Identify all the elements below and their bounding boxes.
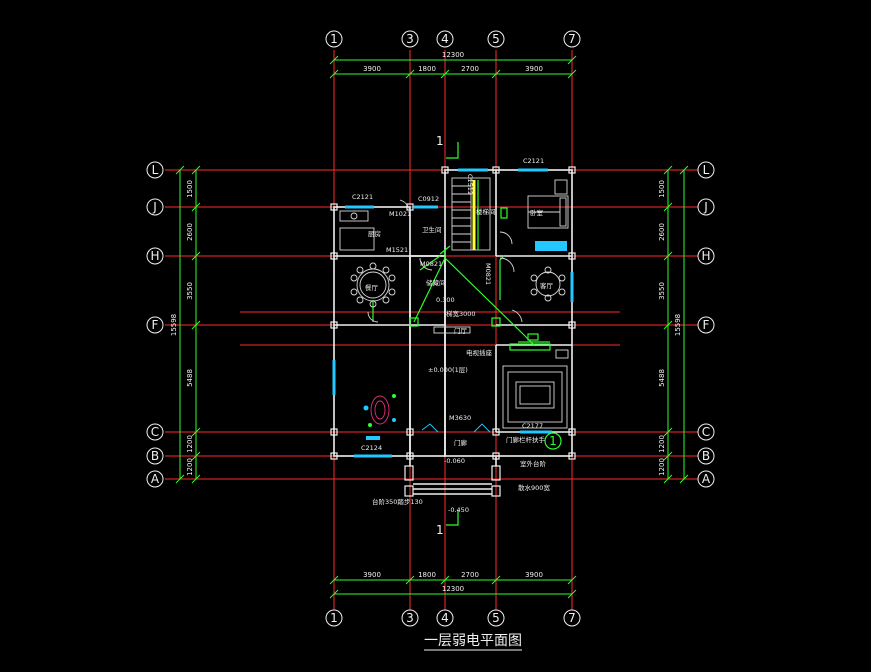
label-bedroom: 卧室	[530, 208, 544, 217]
dim-right-2: 2600	[658, 223, 666, 241]
label-level-low: -0.450	[448, 506, 469, 514]
dim-right-5: 1200	[658, 435, 666, 453]
drawing-title: 一层弱电平面图	[424, 633, 522, 651]
axis-bottom-1: 1	[330, 611, 338, 625]
dim-right-3: 3550	[658, 282, 666, 300]
dimension-bottom: 3900 1800 2700 3900 12300	[329, 571, 577, 599]
axis-left-C: C	[151, 425, 159, 439]
axis-right-B: B	[702, 449, 710, 463]
axis-left-F: F	[152, 318, 159, 332]
dimension-top: 12300 3900 1800 2700 3900	[329, 51, 577, 79]
windows	[332, 168, 574, 458]
dim-right-4: 5488	[658, 369, 666, 387]
axis-bottom-7: 7	[568, 611, 576, 625]
stairs	[451, 177, 491, 251]
label-lobby: 门厅	[454, 326, 468, 335]
axis-bubbles-right: L J H F C B A	[697, 161, 715, 488]
dim-bottom-total: 12300	[442, 585, 464, 593]
label-m1021: M1021	[389, 210, 411, 218]
axis-bubbles-left: L J H F C B A	[146, 161, 164, 488]
dim-top-3: 2700	[461, 65, 479, 73]
axis-left-L: L	[152, 163, 159, 177]
axis-top-5: 5	[492, 32, 500, 46]
dim-top-total: 12300	[442, 51, 464, 59]
axis-bottom-5: 5	[492, 611, 500, 625]
axis-right-J: J	[703, 200, 708, 214]
plan-title: 一层弱电平面图	[424, 633, 522, 649]
axis-bottom-4: 4	[441, 611, 449, 625]
label-step-note: 台阶350踏步130	[372, 497, 423, 506]
axis-left-J: J	[152, 200, 157, 214]
section-mark-top: 1	[436, 134, 444, 148]
label-m3630: M3630	[449, 414, 471, 422]
axis-grid-vertical	[333, 50, 573, 610]
label-stair-width: 梯宽3000	[446, 309, 476, 318]
dim-bottom-3: 2700	[461, 571, 479, 579]
axis-bubbles-bottom: 1 3 4 5 7	[325, 609, 581, 627]
label-level-step: -0.060	[444, 457, 465, 465]
dim-right-1: 1500	[658, 180, 666, 198]
axis-top-4: 4	[441, 32, 449, 46]
label-living: 客厅	[540, 281, 554, 290]
label-level-stair: 0.300	[436, 296, 455, 304]
dim-left-3: 3550	[186, 282, 194, 300]
label-c2124: C2124	[361, 444, 382, 452]
furniture	[339, 179, 569, 433]
section-marks: 1 1 1	[436, 134, 562, 537]
dim-left-total: 15598	[170, 314, 178, 336]
axis-right-C: C	[702, 425, 710, 439]
wiring	[372, 142, 551, 526]
label-m0821-right: M0821	[484, 263, 492, 285]
dimension-left: 15598 1500 2600 3550 5488 1200 1200	[170, 165, 201, 484]
dim-top-1: 3900	[363, 65, 381, 73]
label-c2121-right: C2121	[523, 157, 544, 165]
axis-right-L: L	[703, 163, 710, 177]
label-c2121-left: C2121	[352, 193, 373, 201]
axis-bubbles-top: 1 3 4 5 7	[325, 30, 581, 48]
room-labels: C2121 C2121 C0912 C1512 M1021 M1521 M082…	[352, 157, 554, 514]
label-stair-note: 楼梯间	[476, 207, 496, 216]
dim-bottom-2: 1800	[418, 571, 436, 579]
label-toilet: 卫生间	[422, 225, 442, 234]
dim-right-6: 1200	[658, 458, 666, 476]
dim-right-total: 15598	[674, 314, 682, 336]
dim-left-4: 5488	[186, 369, 194, 387]
label-tv-note: 电视插座	[466, 348, 493, 357]
axis-top-1: 1	[330, 32, 338, 46]
axis-left-A: A	[151, 472, 160, 486]
dim-left-1: 1500	[186, 180, 194, 198]
label-door: 门廊	[454, 438, 468, 447]
label-c2177: C2177	[522, 422, 543, 430]
section-mark-bottom: 1	[436, 523, 444, 537]
label-c1512: C1512	[466, 174, 474, 195]
dim-left-2: 2600	[186, 223, 194, 241]
axis-right-A: A	[702, 472, 711, 486]
label-side-note-2: 室外台阶	[520, 459, 547, 468]
label-dining-left: 餐厅	[365, 283, 379, 292]
axis-left-H: H	[150, 249, 159, 263]
axis-right-H: H	[701, 249, 710, 263]
label-c0912: C0912	[418, 195, 439, 203]
label-corridor: 储藏间	[426, 278, 446, 287]
dim-left-6: 1200	[186, 458, 194, 476]
label-m0821-left: M0821	[420, 260, 442, 268]
dimension-right: 1500 2600 3550 5488 1200 1200 15598	[658, 165, 689, 484]
dim-left-5: 1200	[186, 435, 194, 453]
dim-top-2: 1800	[418, 65, 436, 73]
dim-bottom-1: 3900	[363, 571, 381, 579]
axis-left-B: B	[151, 449, 159, 463]
index-mark: 1	[549, 434, 557, 448]
axis-bottom-3: 3	[406, 611, 414, 625]
axis-right-F: F	[703, 318, 710, 332]
label-side-note-3: 散水900宽	[518, 483, 550, 492]
dim-bottom-4: 3900	[525, 571, 543, 579]
label-m1521: M1521	[386, 246, 408, 254]
axis-top-3: 3	[406, 32, 414, 46]
label-kitchen: 厨房	[368, 229, 381, 238]
label-side-note-1: 门廊栏杆扶手	[506, 435, 546, 444]
label-level-main: ±0.000(1层)	[428, 366, 468, 374]
dim-top-4: 3900	[525, 65, 543, 73]
axis-top-7: 7	[568, 32, 576, 46]
